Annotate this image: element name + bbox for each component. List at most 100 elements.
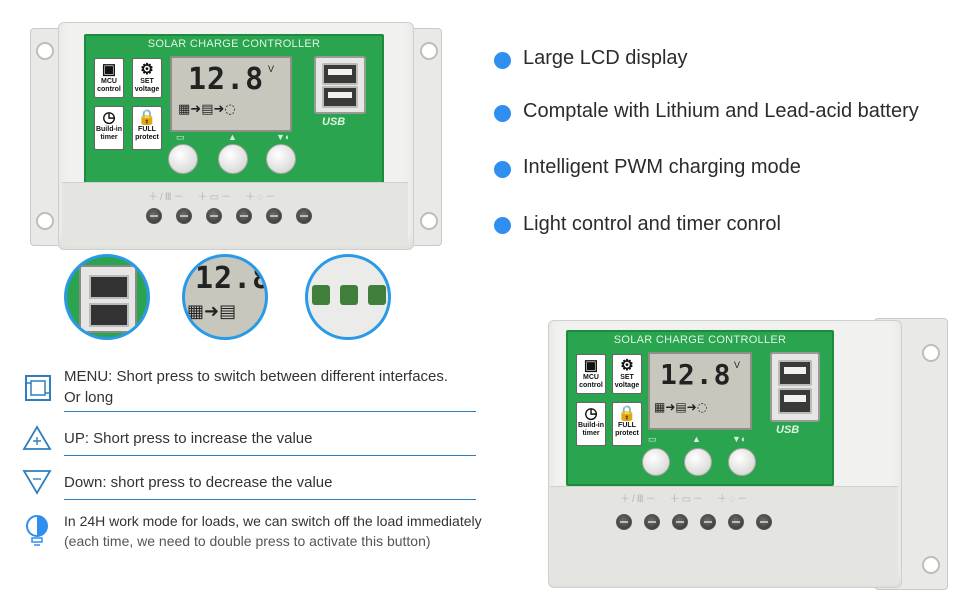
bullet-dot (494, 161, 511, 178)
zoom-lcd-value: 12.8 (195, 261, 268, 296)
load-instruction: In 24H work mode for loads, we can switc… (64, 513, 482, 549)
mount-hole (420, 42, 438, 60)
set-voltage-label: ⚙ SET voltage (132, 58, 162, 98)
up-symbol: ▲ (692, 434, 701, 444)
bulb-icon: ◌ (224, 102, 236, 117)
load-bulb-icon (26, 515, 48, 546)
bulb-icon: ◌ (696, 400, 708, 414)
up-symbol: ▲ (228, 132, 237, 142)
divider (64, 499, 476, 500)
timer-label: ◷ Build-in timer (94, 106, 124, 150)
zoom-usb (64, 254, 150, 340)
usb-port[interactable] (322, 63, 358, 85)
usb-port[interactable] (322, 86, 358, 108)
terminal-screw (728, 514, 744, 530)
mount-hole (922, 556, 940, 574)
clock-icon: ◷ (584, 405, 598, 422)
down-symbol: ▼◐ (276, 132, 291, 142)
solar-icon: ▦ (178, 102, 191, 117)
lcd-unit: V (734, 360, 741, 370)
terminal-screw (616, 514, 632, 530)
lcd-unit: V (268, 64, 275, 74)
usb-port[interactable] (778, 360, 812, 386)
divider (64, 455, 476, 456)
mcu-label: ▣ MCU control (576, 354, 606, 394)
feature-item: Light control and timer conrol (523, 213, 781, 235)
lcd-display: 12.8 V ▦➜▤➜◌ (648, 352, 752, 430)
terminal-screw (236, 208, 252, 224)
usb-icon: USB (322, 116, 346, 128)
chip-icon: ▣ (583, 357, 599, 374)
usb-ports (770, 352, 820, 422)
down-button[interactable] (728, 448, 756, 476)
down-button[interactable] (266, 144, 296, 174)
controller-angled: SOLAR CHARGE CONTROLLER ▣ MCU control ⚙ … (540, 318, 952, 590)
menu-symbol: ▭ (176, 132, 185, 142)
battery-icon: ▤ (675, 400, 687, 414)
front-panel: SOLAR CHARGE CONTROLLER ▣ MCU control ⚙ … (84, 34, 384, 184)
terminal-strip (550, 486, 898, 585)
terminal-screw (644, 514, 660, 530)
feature-item: Comptale with Lithium and Lead-acid batt… (523, 100, 919, 122)
menu-icon (25, 375, 51, 401)
controller-front: SOLAR CHARGE CONTROLLER ▣ MCU control ⚙ … (30, 22, 442, 250)
feature-item: Large LCD display (523, 47, 688, 69)
menu-button[interactable] (168, 144, 198, 174)
terminal-screw (296, 208, 312, 224)
up-button[interactable] (218, 144, 248, 174)
menu-symbol: ▭ (648, 434, 657, 444)
clock-icon: ◷ (102, 109, 116, 126)
mount-hole (922, 344, 940, 362)
divider (64, 411, 476, 412)
down-icon (22, 470, 52, 495)
panel-title: SOLAR CHARGE CONTROLLER (613, 334, 787, 346)
chip-icon: ▣ (101, 61, 117, 78)
solar-icon: ▦ (654, 400, 666, 414)
protect-label: 🔒 FULL protect (132, 106, 162, 150)
lcd-value: 12.8 (188, 62, 265, 97)
terminal-icons: ＋/Ⅲ－ ＋▭－ ＋◌－ (148, 192, 278, 203)
terminal-icons: ＋/Ⅲ－ ＋▭－ ＋◌－ (620, 494, 750, 505)
bullet-dot (494, 105, 511, 122)
lock-icon: 🔒 (137, 109, 157, 126)
protect-label: 🔒 FULL protect (612, 402, 642, 446)
menu-instruction: MENU: Short press to switch between diff… (64, 368, 449, 406)
terminal-screw (672, 514, 688, 530)
lcd-flow-row: ▦➜▤➜◌ (178, 102, 236, 117)
timer-label: ◷ Build-in timer (576, 402, 606, 446)
gear-icon: ⚙ (620, 357, 634, 374)
terminal-screw (176, 208, 192, 224)
lcd-value: 12.8 (660, 358, 732, 391)
terminal-screw (146, 208, 162, 224)
front-panel: SOLAR CHARGE CONTROLLER ▣ MCU control ⚙ … (566, 330, 834, 486)
lcd-flow-row: ▦➜▤➜◌ (654, 400, 708, 414)
usb-ports (314, 56, 366, 114)
gear-icon: ⚙ (140, 61, 154, 78)
zoom-lcd: 12.8 ▦➜▤ (182, 254, 268, 340)
battery-icon: ▤ (201, 102, 214, 117)
usb-port[interactable] (778, 388, 812, 414)
mount-hole (36, 212, 54, 230)
bullet-dot (494, 217, 511, 234)
bullet-dot (494, 52, 511, 69)
terminal-screw (756, 514, 772, 530)
up-instruction: UP: Short press to increase the value (64, 430, 313, 447)
menu-button[interactable] (642, 448, 670, 476)
mount-hole (36, 42, 54, 60)
usb-icon: USB (776, 424, 800, 436)
mount-hole (420, 212, 438, 230)
feature-item: Intelligent PWM charging mode (523, 156, 801, 178)
panel-title: SOLAR CHARGE CONTROLLER (147, 38, 321, 50)
lcd-display: 12.8 V ▦➜▤➜◌ (170, 56, 292, 132)
mcu-label: ▣ MCU control (94, 58, 124, 98)
set-voltage-label: ⚙ SET voltage (612, 354, 642, 394)
lock-icon: 🔒 (617, 405, 637, 422)
zoom-terminals (305, 254, 391, 340)
usb-zoom-box (79, 265, 137, 333)
zoom-lcd-flow: ▦➜▤ (187, 301, 237, 322)
terminal-screw (266, 208, 282, 224)
terminal-strip (62, 182, 408, 245)
down-symbol: ▼◐ (732, 434, 747, 444)
up-button[interactable] (684, 448, 712, 476)
terminal-screw (206, 208, 222, 224)
